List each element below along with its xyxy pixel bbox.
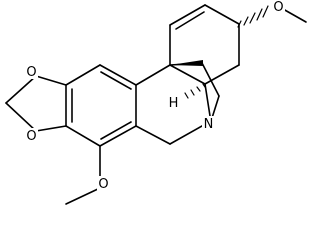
atom-h-stereo: H <box>168 96 179 111</box>
atom-o-methoxy-aryl: O <box>97 176 110 192</box>
atom-n-bridge: N <box>202 116 215 132</box>
stereo-hash-bond <box>184 83 206 99</box>
svg-text:N: N <box>204 117 214 132</box>
atom-o-methoxy-ring: O <box>272 0 285 15</box>
dioxole-ring <box>5 75 67 132</box>
stereo-wedge-bond <box>170 60 203 66</box>
atom-o-dioxole-bottom: O <box>25 128 38 144</box>
svg-text:O: O <box>26 65 36 80</box>
bridge-framework <box>135 4 240 145</box>
atom-o-dioxole-top: O <box>25 64 38 80</box>
aryl-methoxy-group <box>65 145 101 205</box>
aromatic-ring <box>65 64 137 147</box>
ring-methoxy-methyl-bond <box>282 8 307 23</box>
ring-methoxy-hash-bond <box>237 5 269 28</box>
svg-text:O: O <box>26 129 36 144</box>
svg-text:O: O <box>98 177 108 192</box>
svg-text:O: O <box>273 0 283 15</box>
svg-text:H: H <box>169 96 179 111</box>
chemical-structure-diagram: O O O O N H <box>5 0 307 205</box>
